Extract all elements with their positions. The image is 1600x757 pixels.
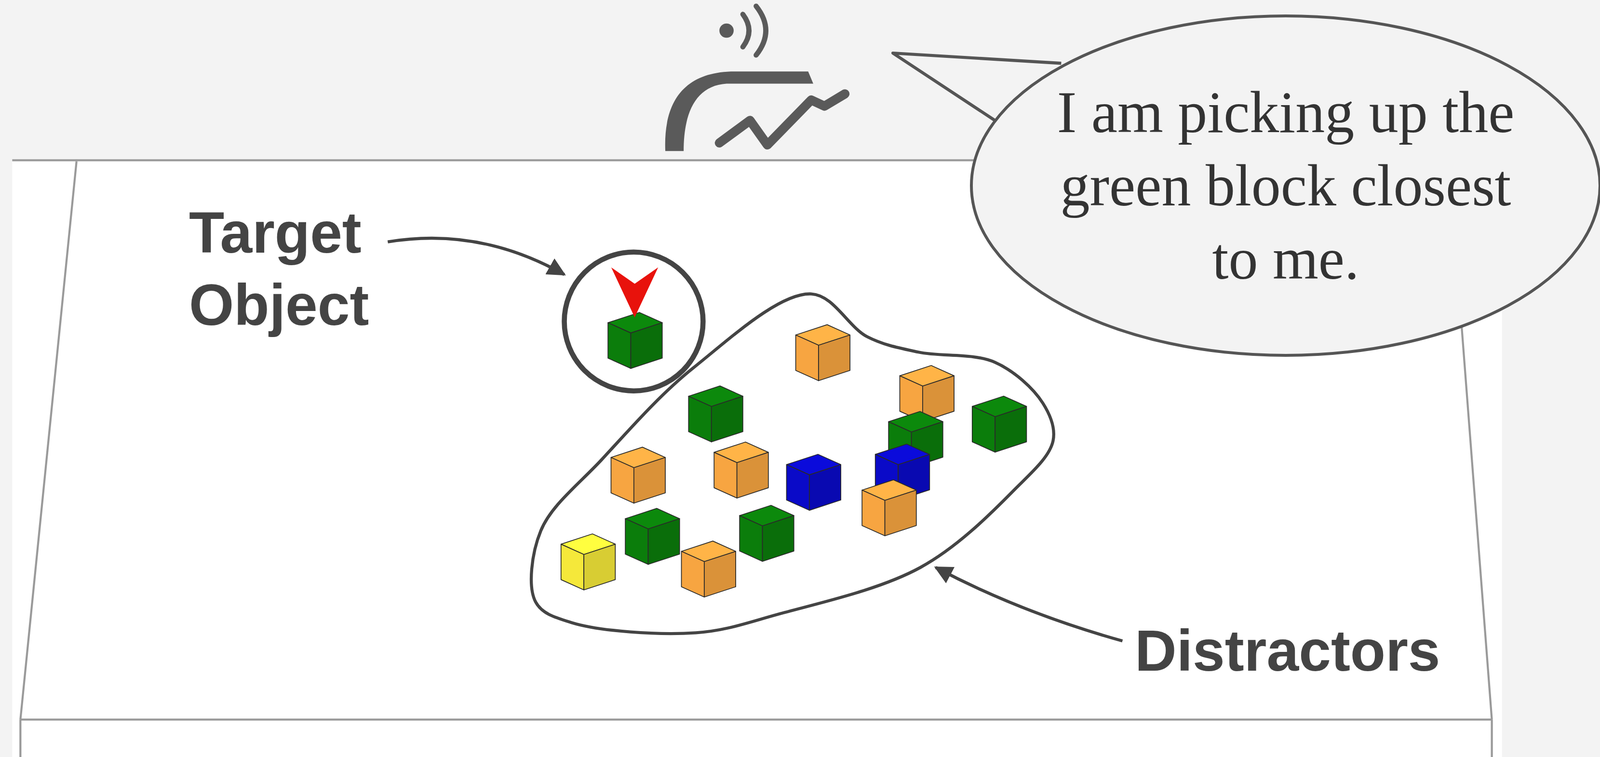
table-front-edge — [20, 718, 1492, 721]
speech-text: I am picking up the green block closest … — [1054, 75, 1518, 296]
bubble-ellipse — [971, 15, 1600, 356]
target-marker — [611, 267, 659, 318]
distractor-region — [531, 294, 1054, 634]
callout-label: Target Object — [188, 196, 402, 341]
blocks — [561, 312, 1027, 597]
cube-face — [713, 452, 737, 498]
cube-side — [818, 335, 850, 381]
block — [561, 533, 616, 590]
cube-side — [648, 518, 680, 565]
block — [861, 479, 917, 536]
cube-side — [737, 452, 769, 498]
block — [786, 454, 842, 511]
table-left-edge — [20, 161, 77, 720]
cube-face — [786, 464, 810, 511]
leader-line — [387, 238, 565, 275]
cube-side — [885, 489, 917, 536]
cube-side — [704, 551, 736, 597]
cube-side — [711, 396, 743, 443]
cube-side — [633, 457, 666, 504]
target-circle — [564, 252, 704, 391]
block — [681, 540, 737, 597]
robot-base — [665, 71, 814, 151]
cube-face — [625, 518, 648, 565]
callout-label: Distractors — [1134, 614, 1441, 687]
cube-side — [583, 544, 616, 591]
cube-face — [688, 396, 712, 443]
cube-side — [994, 406, 1027, 453]
cube-side — [631, 322, 663, 369]
robot-arm — [719, 94, 845, 146]
cube-face — [972, 406, 995, 453]
cube-face — [739, 515, 763, 562]
block — [900, 365, 955, 422]
block — [972, 396, 1027, 453]
block — [625, 508, 680, 565]
cube-face — [607, 322, 631, 369]
signal-wave — [755, 6, 766, 56]
robot-icon — [665, 6, 846, 152]
block — [739, 505, 794, 562]
cube-face — [861, 489, 885, 536]
cube-face — [610, 457, 634, 504]
signal-wave — [742, 14, 750, 48]
cube-face — [561, 544, 584, 591]
table-leg-edge — [1490, 719, 1493, 757]
robot-sensor — [719, 23, 734, 39]
block — [795, 324, 851, 381]
cube-side — [762, 515, 794, 562]
block — [688, 385, 743, 442]
cube-face — [795, 335, 819, 381]
block — [610, 446, 666, 503]
leader-line — [935, 567, 1123, 641]
cube-face — [681, 551, 705, 597]
block — [607, 312, 663, 369]
table-leg-edge — [19, 719, 22, 757]
cube-side — [809, 464, 841, 511]
speech-bubble: I am picking up the green block closest … — [969, 13, 1600, 358]
block — [713, 442, 769, 498]
